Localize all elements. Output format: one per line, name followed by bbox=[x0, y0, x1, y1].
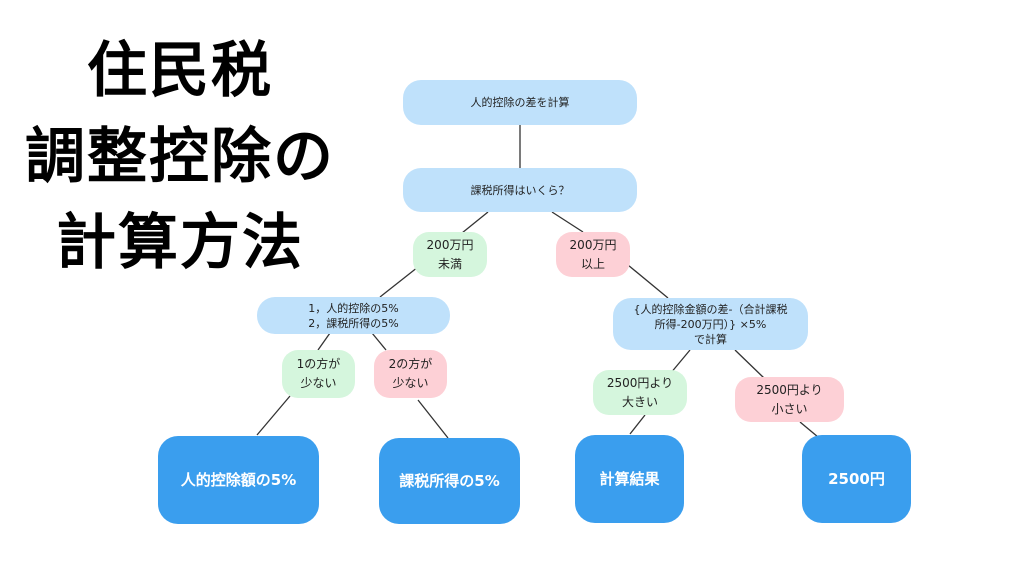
connector-compare-to-1less bbox=[317, 332, 331, 351]
branch-2-less: 2の方が 少ない bbox=[374, 350, 447, 398]
branch-more-than-2500: 2500円より 大きい bbox=[593, 370, 687, 415]
node-start: 人的控除の差を計算 bbox=[403, 80, 637, 125]
node-compare: 1，人的控除の5% 2，課税所得の5% bbox=[257, 297, 450, 334]
title-line-3: 計算方法 bbox=[56, 208, 304, 278]
connector-more-to-calc bbox=[629, 414, 646, 435]
node-formula: {人的控除金額の差-（合計課税 所得-200万円）} ×5% で計算 bbox=[613, 298, 808, 350]
result-calculation: 計算結果 bbox=[575, 435, 684, 523]
connector-income-to-under bbox=[461, 211, 489, 234]
branch-less-than-2500: 2500円より 小さい bbox=[735, 377, 844, 422]
result-personal-deduction-5pct: 人的控除額の5% bbox=[158, 436, 319, 524]
title-line-1: 住民税 bbox=[87, 36, 273, 106]
connector-under-to-compare bbox=[379, 266, 419, 298]
node-taxable-income-question: 課税所得はいくら？ bbox=[403, 168, 637, 212]
branch-under-2m: 200万円 未満 bbox=[413, 232, 487, 277]
connector-2less-to-result bbox=[417, 399, 449, 439]
connector-1less-to-result bbox=[256, 395, 291, 436]
result-2500-yen: 2500円 bbox=[802, 435, 911, 523]
connector-over-to-formula bbox=[627, 264, 669, 299]
page-title: 住民税 調整控除の 計算方法 bbox=[0, 28, 360, 286]
title-line-2: 調整控除の bbox=[25, 122, 335, 192]
connector-compare-to-2less bbox=[371, 332, 387, 351]
connector-less-to-2500 bbox=[799, 421, 819, 438]
branch-1-less: 1の方が 少ない bbox=[282, 350, 355, 398]
branch-over-2m: 200万円 以上 bbox=[556, 232, 630, 277]
connector-income-to-over bbox=[551, 211, 584, 233]
result-taxable-income-5pct: 課税所得の5% bbox=[379, 438, 520, 524]
connector-formula-to-less bbox=[734, 349, 765, 379]
